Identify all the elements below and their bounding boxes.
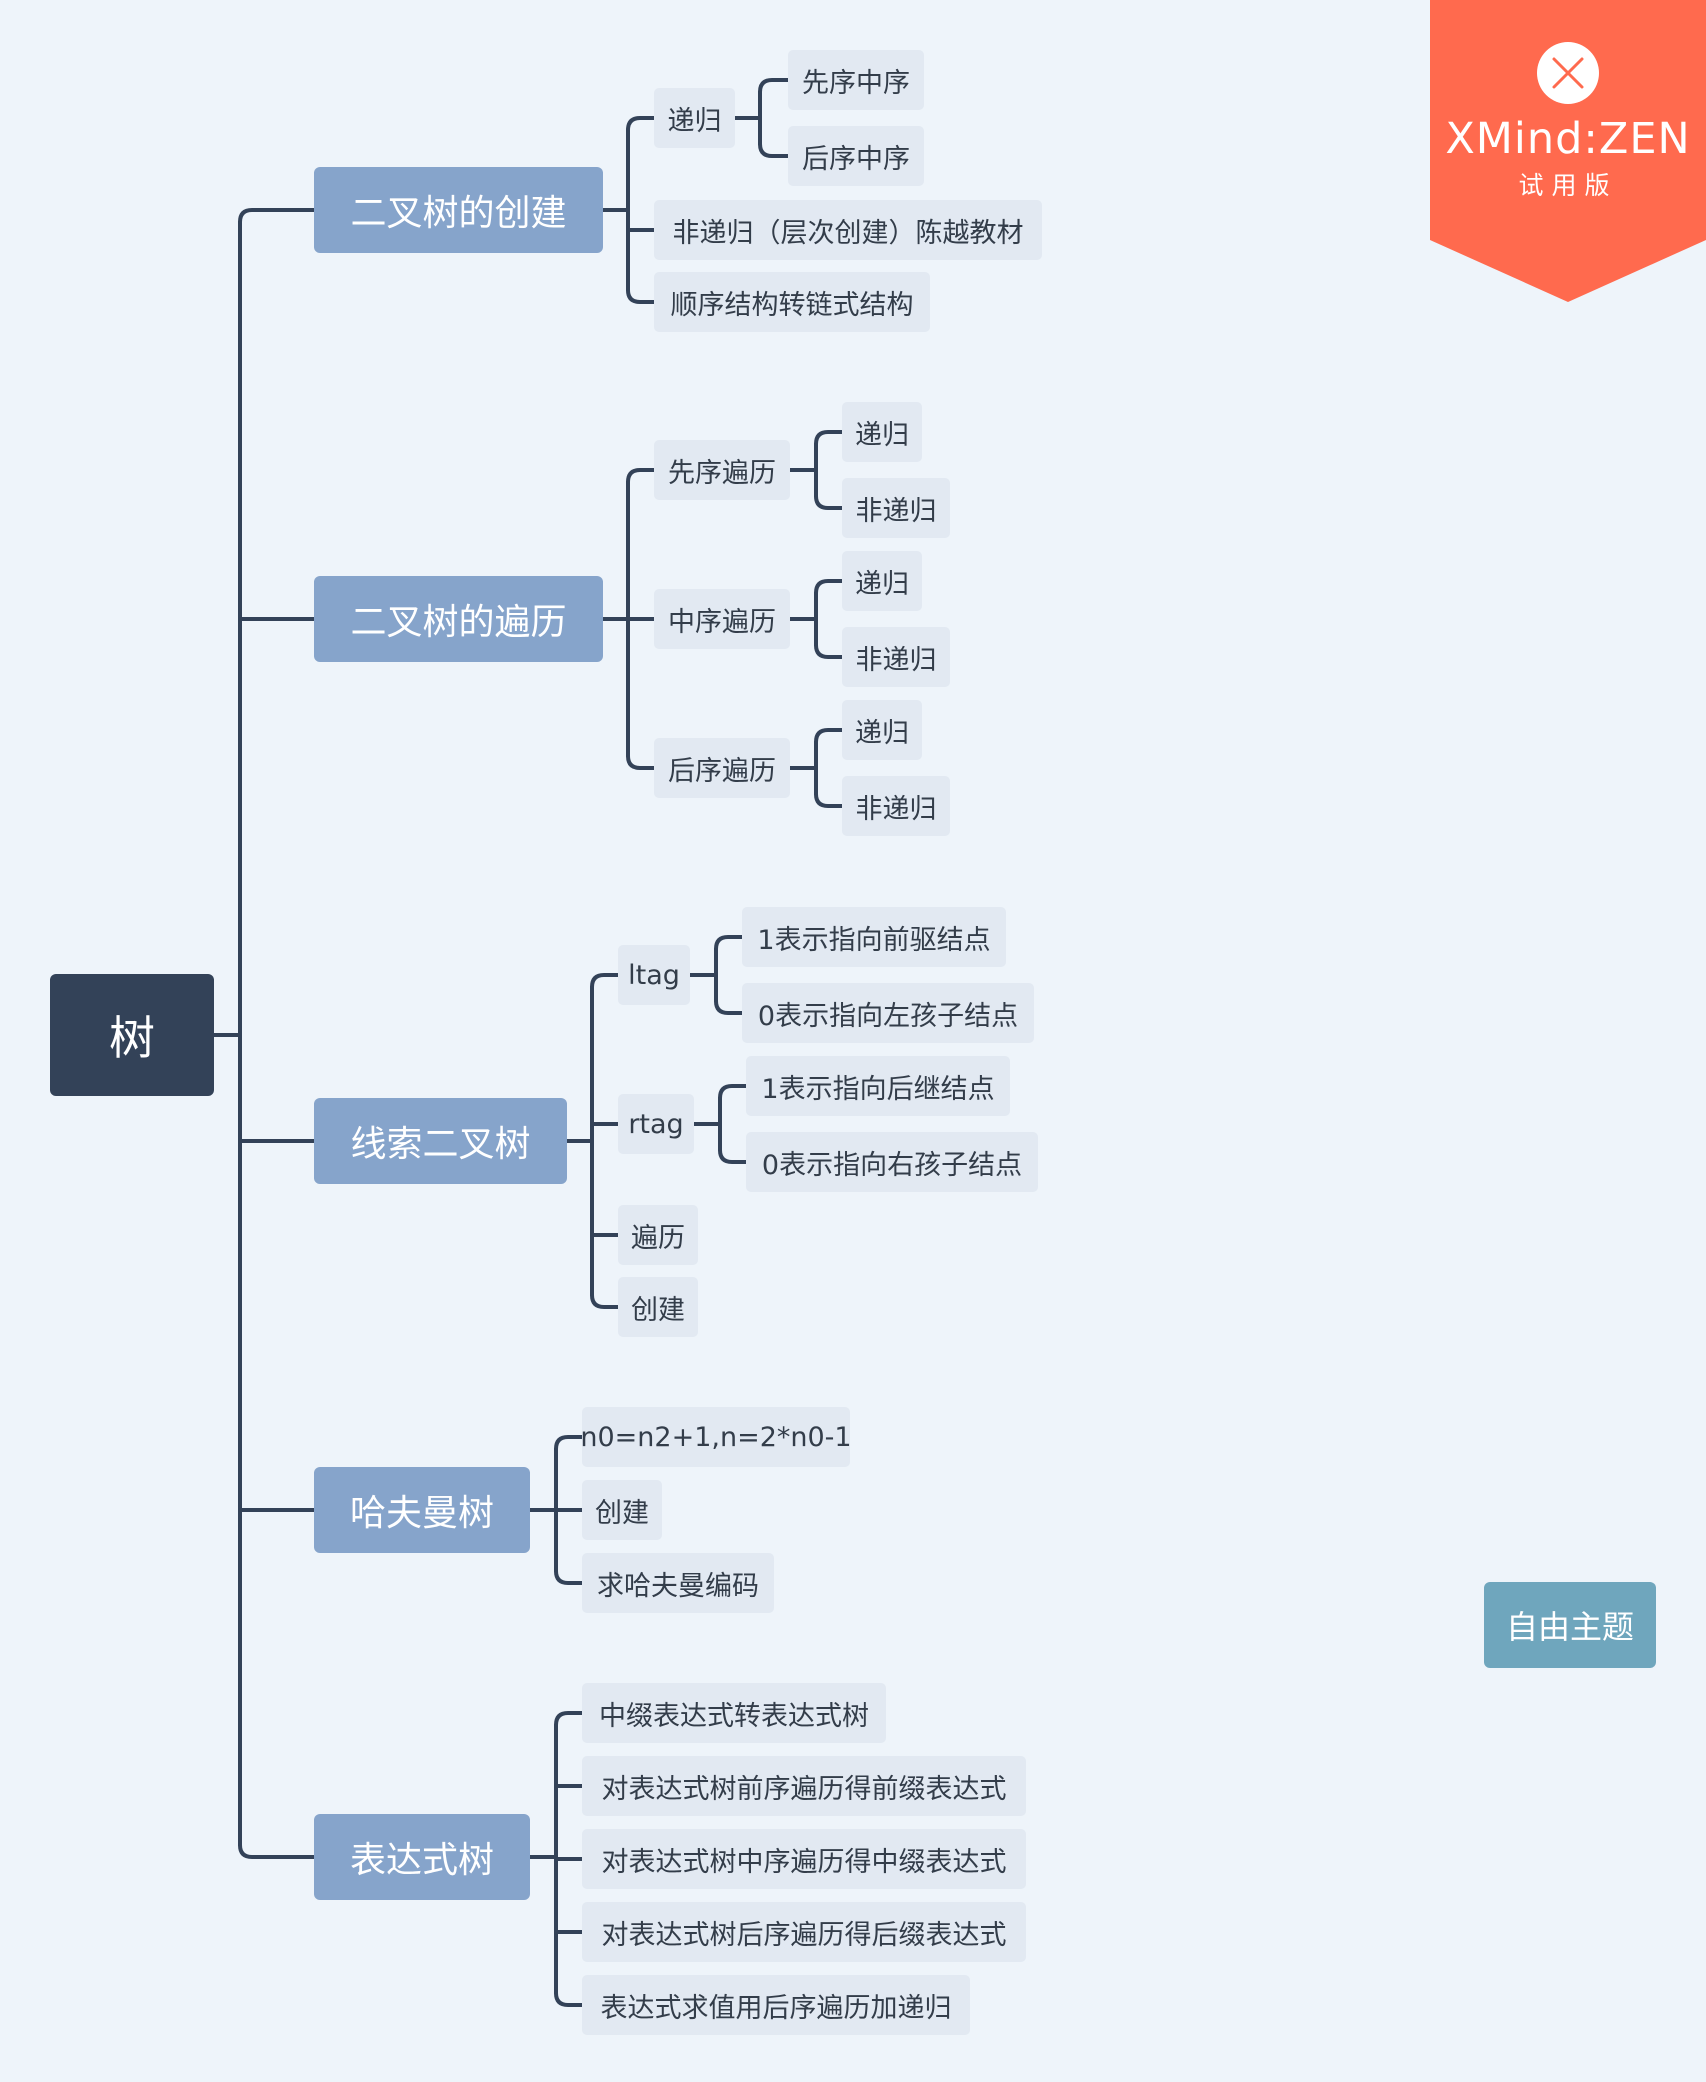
threaded-link-branch	[590, 1293, 620, 1309]
subtopic-rtag[interactable]: rtag	[618, 1094, 694, 1154]
subtopic-ltag-1[interactable]: 1表示指向前驱结点	[742, 907, 1006, 967]
subtopic-ltag-0[interactable]: 0表示指向左孩子结点	[742, 983, 1034, 1043]
subtopic-expression-evaluation[interactable]: 表达式求值用后序遍历加递归	[582, 1975, 970, 2035]
subtopic-postorder-inorder[interactable]: 后序中序	[788, 126, 924, 186]
xmind-trial-badge[interactable]: XMind:ZEN 试用版	[1430, 0, 1706, 302]
subtopic-rtag-1[interactable]: 1表示指向后继结点	[746, 1056, 1010, 1116]
recursive-link-branch	[758, 142, 790, 158]
subtopic-recursive[interactable]: 递归	[842, 551, 922, 611]
subtopic-infix-to-tree[interactable]: 中缀表达式转表达式树	[582, 1683, 886, 1743]
recursive-link-branch	[758, 78, 790, 94]
subtopic-creation[interactable]: 创建	[618, 1277, 698, 1337]
root-link-branch	[238, 1843, 316, 1859]
postorder-link-branch	[814, 792, 844, 808]
floating-topic[interactable]: 自由主题	[1484, 1582, 1656, 1668]
preorder-link-branch	[814, 494, 844, 510]
subtopic-sequential-to-linked[interactable]: 顺序结构转链式结构	[654, 272, 930, 332]
topic-expression-tree[interactable]: 表达式树	[314, 1814, 530, 1900]
topic-binary-tree-traversal[interactable]: 二叉树的遍历	[314, 576, 603, 662]
expression-link-branch	[554, 1711, 584, 1727]
badge-brand: XMind:ZEN	[1445, 114, 1691, 164]
creation-link-branch	[626, 116, 656, 132]
subtopic-creation[interactable]: 创建	[582, 1480, 662, 1540]
ltag-link-branch	[714, 935, 744, 951]
subtopic-non-recursive[interactable]: 非递归	[842, 478, 950, 538]
threaded-link-branch	[590, 973, 620, 989]
subtopic-preorder-traversal[interactable]: 先序遍历	[654, 440, 790, 500]
traversal-link-branch	[626, 468, 656, 484]
inorder-link-branch	[814, 579, 844, 595]
rtag-link-branch	[718, 1148, 748, 1164]
subtopic-inorder-infix[interactable]: 对表达式树中序遍历得中缀表达式	[582, 1829, 1026, 1889]
subtopic-inorder-traversal[interactable]: 中序遍历	[654, 589, 790, 649]
badge-ribbon	[1430, 0, 1706, 302]
subtopic-ltag[interactable]: ltag	[618, 945, 690, 1005]
subtopic-traversal[interactable]: 遍历	[618, 1205, 698, 1265]
subtopic-recursive[interactable]: 递归	[842, 700, 922, 760]
subtopic-recursive[interactable]: 递归	[654, 88, 735, 148]
topic-binary-tree-creation[interactable]: 二叉树的创建	[314, 167, 603, 253]
huffman-link-branch	[554, 1569, 584, 1585]
postorder-link-branch	[814, 728, 844, 744]
subtopic-huffman-coding[interactable]: 求哈夫曼编码	[582, 1553, 774, 1613]
traversal-link-branch	[626, 754, 656, 770]
inorder-link-branch	[814, 643, 844, 659]
preorder-link-branch	[814, 430, 844, 446]
topic-huffman-tree[interactable]: 哈夫曼树	[314, 1467, 530, 1553]
subtopic-rtag-0[interactable]: 0表示指向右孩子结点	[746, 1132, 1038, 1192]
topic-threaded-binary-tree[interactable]: 线索二叉树	[314, 1098, 567, 1184]
subtopic-recursive[interactable]: 递归	[842, 402, 922, 462]
expression-link-branch	[554, 1991, 584, 2007]
close-x-icon-glyph	[1552, 57, 1584, 89]
subtopic-non-recursive[interactable]: 非递归（层次创建）陈越教材	[654, 200, 1042, 260]
root-link-branch	[238, 208, 316, 224]
subtopic-postorder-postfix[interactable]: 对表达式树后序遍历得后缀表达式	[582, 1902, 1026, 1962]
subtopic-non-recursive[interactable]: 非递归	[842, 627, 950, 687]
creation-link-branch	[626, 288, 656, 304]
subtopic-postorder-traversal[interactable]: 后序遍历	[654, 738, 790, 798]
rtag-link-branch	[718, 1084, 748, 1100]
close-x-icon[interactable]	[1537, 42, 1599, 104]
badge-edition: 试用版	[1518, 171, 1618, 200]
ltag-link-branch	[714, 999, 744, 1015]
subtopic-non-recursive[interactable]: 非递归	[842, 776, 950, 836]
root-topic[interactable]: 树	[50, 974, 214, 1096]
huffman-link-branch	[554, 1435, 584, 1451]
subtopic-huffman-formula[interactable]: n0=n2+1,n=2*n0-1	[580, 1407, 852, 1467]
subtopic-preorder-prefix[interactable]: 对表达式树前序遍历得前缀表达式	[582, 1756, 1026, 1816]
subtopic-preorder-inorder[interactable]: 先序中序	[788, 50, 924, 110]
